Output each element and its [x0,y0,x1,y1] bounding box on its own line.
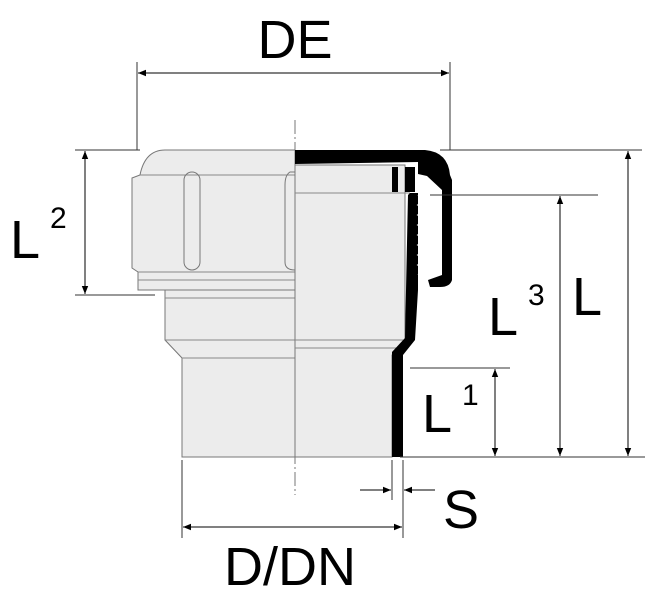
dimension-arrows [81,69,632,531]
l2-subscript: 2 [50,202,67,235]
section-view [294,150,452,458]
l1-label: L [422,384,452,444]
union-nut-exterior [131,149,296,291]
l1-subscript: 1 [462,379,479,412]
l2-label: L [10,210,40,270]
l-label: L [572,267,602,327]
extension-lines [75,62,645,538]
s-label: S [443,480,479,540]
pipe-body-exterior [164,289,296,458]
l3-label: L [488,287,518,347]
l3-subscript: 3 [528,279,545,312]
de-label: DE [257,10,332,70]
d-dn-label: D/DN [224,537,356,597]
